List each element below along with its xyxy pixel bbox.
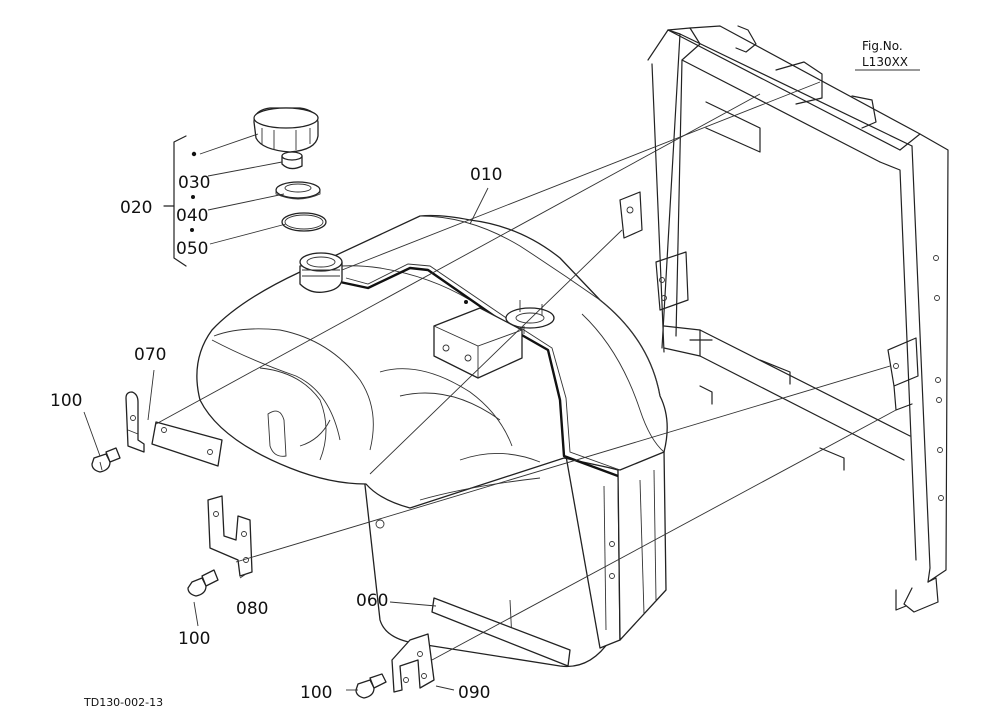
mounting-frame: [619, 25, 949, 613]
label-080: 080: [236, 599, 268, 619]
o-ring: [281, 212, 327, 232]
fuel-tank: [196, 214, 668, 668]
label-010: 010: [470, 165, 502, 185]
part-labels: 030 040 050 020 010 070 100 080 100 060 …: [50, 39, 908, 709]
drawing-code: TD130-002-13: [83, 696, 163, 709]
bolt-lower: [355, 673, 387, 699]
label-100-lower: 100: [300, 683, 332, 703]
bolt-middle: [187, 569, 219, 597]
label-100-middle: 100: [178, 629, 210, 649]
rubber-pad-060: [431, 597, 571, 667]
label-070: 070: [134, 345, 166, 365]
filler-neck: [299, 252, 343, 293]
bracket-090: [391, 633, 435, 693]
label-040: 040: [176, 206, 208, 226]
packing-ring: [275, 181, 321, 200]
bracket-080: [207, 495, 253, 577]
label-100-upper: 100: [50, 391, 82, 411]
sender-unit-boss: [433, 300, 555, 379]
cap-gasket: [281, 151, 303, 170]
leader-lines: [83, 69, 920, 691]
bolt-upper: [91, 447, 121, 473]
label-030: 030: [178, 173, 210, 193]
label-060: 060: [356, 591, 388, 611]
figure-label: Fig.No.: [862, 39, 903, 53]
parts-set-bracket: [163, 135, 197, 267]
filler-cap: [253, 107, 319, 153]
tank-band-070: [151, 421, 223, 467]
label-020: 020: [120, 198, 152, 218]
label-050: 050: [176, 239, 208, 259]
bracket-upper: [125, 391, 145, 453]
label-090: 090: [458, 683, 490, 703]
figure-number: L130XX: [862, 55, 908, 69]
